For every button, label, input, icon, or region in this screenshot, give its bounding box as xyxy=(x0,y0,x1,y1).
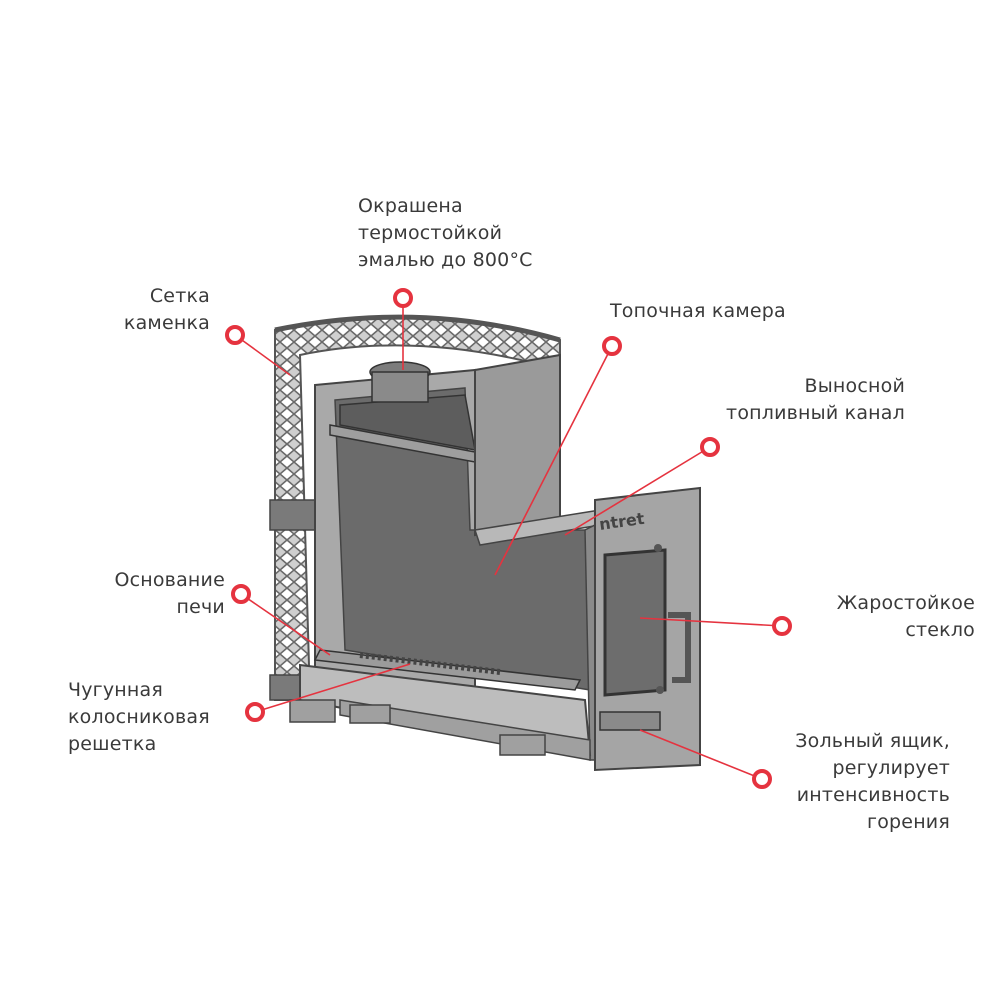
marker-mesh xyxy=(225,325,245,345)
mesh-bracket xyxy=(269,499,316,531)
marker-paint xyxy=(393,288,413,308)
stove-body: ntret xyxy=(289,353,701,772)
marker-channel xyxy=(700,437,720,457)
label-glass: Жаростойкое стекло xyxy=(836,592,975,641)
marker-glass xyxy=(772,616,792,636)
label-firebox: Топочная камера xyxy=(610,300,786,322)
label-channel: Выносной топливный канал xyxy=(726,375,905,424)
marker-firebox xyxy=(602,336,622,356)
marker-ashbox xyxy=(752,769,772,789)
ash-drawer xyxy=(599,711,661,731)
label-mesh: Сетка каменка xyxy=(123,285,210,334)
callout-markers xyxy=(225,288,792,789)
heat-resistant-glass xyxy=(603,548,667,697)
label-grate: Чугунная колосниковая решетка xyxy=(68,679,210,755)
label-base: Основание печи xyxy=(114,569,225,618)
leader-lines xyxy=(234,298,783,780)
marker-grate xyxy=(245,702,265,722)
door-handle xyxy=(668,612,691,683)
marker-base xyxy=(231,584,251,604)
label-paint: Окрашена термостойкой эмалью до 800°C xyxy=(358,195,533,271)
label-ashbox: Зольный ящик, регулирует интенсивность г… xyxy=(795,730,950,833)
